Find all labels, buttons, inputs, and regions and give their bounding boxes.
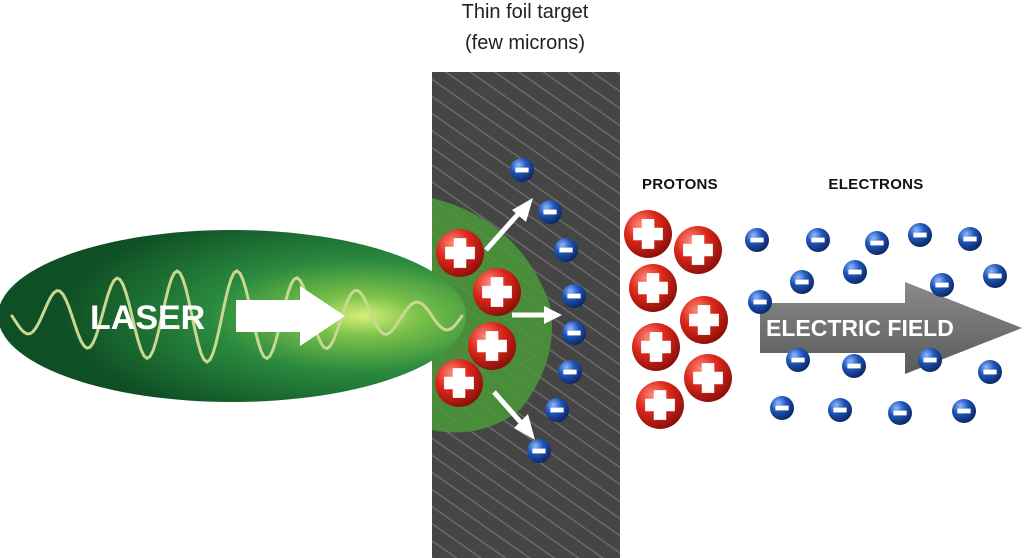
minus-icon <box>811 237 825 243</box>
protons-label: PROTONS <box>642 176 718 193</box>
electron-in-foil <box>554 238 578 262</box>
plus-icon <box>445 238 475 268</box>
minus-icon <box>957 408 971 414</box>
proton-accelerated <box>632 323 680 371</box>
minus-icon <box>983 369 997 375</box>
electron-cloud <box>952 399 976 423</box>
minus-icon <box>847 363 861 369</box>
plus-icon <box>444 368 474 398</box>
electron-cloud <box>865 231 889 255</box>
electron-cloud <box>790 270 814 294</box>
plus-icon <box>638 273 668 303</box>
minus-icon <box>935 282 949 288</box>
electron-cloud <box>786 348 810 372</box>
electron-cloud <box>918 348 942 372</box>
electron-cloud <box>888 401 912 425</box>
electric-field-label: ELECTRIC FIELD <box>766 315 954 341</box>
proton-accelerated <box>629 264 677 312</box>
electron-cloud <box>843 260 867 284</box>
proton-accelerated <box>624 210 672 258</box>
minus-icon <box>753 299 767 305</box>
minus-icon <box>791 357 805 363</box>
proton-in-foil <box>468 322 516 370</box>
laser-wave <box>10 269 464 364</box>
plus-icon <box>645 390 675 420</box>
electron-in-foil <box>545 398 569 422</box>
plus-icon <box>477 331 507 361</box>
plus-icon <box>633 219 663 249</box>
electric-field-arrow <box>760 282 1022 374</box>
proton-accelerated <box>636 381 684 429</box>
electron-in-foil <box>562 284 586 308</box>
minus-icon <box>795 279 809 285</box>
minus-icon <box>870 240 884 246</box>
plus-icon <box>689 305 719 335</box>
particles-layer <box>435 158 1007 463</box>
electron-in-foil <box>562 321 586 345</box>
electron-cloud <box>828 398 852 422</box>
minus-icon <box>923 357 937 363</box>
electrons-label: ELECTRONS <box>828 176 923 193</box>
minus-icon <box>775 405 789 411</box>
electron-cloud <box>978 360 1002 384</box>
electron-cloud <box>842 354 866 378</box>
minus-icon <box>563 369 577 375</box>
proton-in-foil <box>473 268 521 316</box>
plus-icon <box>683 235 713 265</box>
target-title-line2: (few microns) <box>465 32 585 54</box>
target-title-line1: Thin foil target <box>462 1 589 23</box>
electron-cloud <box>745 228 769 252</box>
proton-in-foil <box>436 229 484 277</box>
plus-icon <box>482 277 512 307</box>
minus-icon <box>963 236 977 242</box>
minus-icon <box>893 410 907 416</box>
proton-accelerated <box>680 296 728 344</box>
laser-direction-arrow <box>236 286 345 346</box>
laser-beam <box>0 230 466 402</box>
electron-cloud <box>806 228 830 252</box>
electron-cloud <box>958 227 982 251</box>
minus-icon <box>913 232 927 238</box>
electron-cloud <box>770 396 794 420</box>
electron-in-foil <box>510 158 534 182</box>
minus-icon <box>550 407 564 413</box>
proton-accelerated <box>684 354 732 402</box>
proton-accelerated <box>674 226 722 274</box>
electron-cloud <box>908 223 932 247</box>
minus-icon <box>750 237 764 243</box>
plus-icon <box>693 363 723 393</box>
minus-icon <box>988 273 1002 279</box>
minus-icon <box>833 407 847 413</box>
electron-in-foil <box>558 360 582 384</box>
minus-icon <box>515 167 529 173</box>
ejection-arrows <box>484 198 562 440</box>
electron-in-foil <box>538 200 562 224</box>
minus-icon <box>543 209 557 215</box>
electron-cloud <box>930 273 954 297</box>
minus-icon <box>559 247 573 253</box>
minus-icon <box>567 293 581 299</box>
electron-cloud <box>983 264 1007 288</box>
minus-icon <box>567 330 581 336</box>
plus-icon <box>641 332 671 362</box>
minus-icon <box>532 448 546 454</box>
laser-label: LASER <box>90 299 205 337</box>
electron-cloud <box>748 290 772 314</box>
proton-in-foil <box>435 359 483 407</box>
electron-in-foil <box>527 439 551 463</box>
minus-icon <box>848 269 862 275</box>
